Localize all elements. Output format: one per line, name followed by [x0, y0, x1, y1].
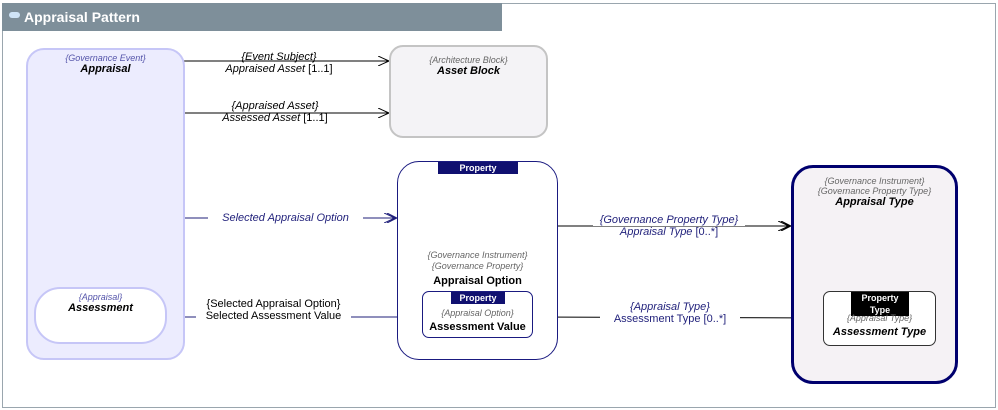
- event-subject-stereotype: {Event Subject}: [241, 51, 317, 63]
- appraisal-type-link-role: Assessment Type: [613, 313, 701, 325]
- selected-assessment-value-stereotype: {Selected Appraisal Option}: [206, 298, 341, 310]
- appraised-asset-label: {Appraised Asset} Assessed Asset [1..1]: [210, 100, 340, 124]
- appraised-asset-role: Assessed Asset: [222, 112, 301, 124]
- appraised-asset-stereotype: {Appraised Asset}: [231, 100, 319, 112]
- assessment-type-badge: Property Type: [851, 292, 909, 316]
- appraisal-name: Appraisal: [80, 63, 131, 75]
- asset-block-stereotype: {Architecture Block}: [429, 55, 508, 65]
- appraisal-option-stereotype-2: {Governance Property}: [431, 261, 524, 271]
- assessment-type-name: Assessment Type: [832, 326, 927, 338]
- assessment-type-stereotype: {Appraisal Type}: [846, 313, 913, 323]
- diagram-icon: [9, 12, 20, 18]
- appraised-asset-mult: [1..1]: [303, 112, 328, 124]
- assessment-stereotype: {Appraisal}: [78, 292, 123, 302]
- event-subject-label: {Event Subject} Appraised Asset [1..1]: [214, 51, 344, 75]
- appraisal-type-link-stereotype: {Appraisal Type}: [630, 301, 710, 313]
- governance-property-type-label: {Governance Property Type} Appraisal Typ…: [593, 214, 745, 238]
- selected-appraisal-option-label: Selected Appraisal Option: [208, 212, 363, 224]
- assessment-type-node[interactable]: Property Type {Appraisal Type} Assessmen…: [823, 291, 936, 346]
- asset-block-node[interactable]: {Architecture Block} Asset Block: [389, 45, 548, 138]
- assessment-value-node[interactable]: Property {Appraisal Option} Assessment V…: [422, 291, 533, 338]
- appraisal-option-name: Appraisal Option: [433, 275, 522, 287]
- assessment-value-name: Assessment Value: [429, 321, 526, 333]
- selected-appraisal-option-role: Selected Appraisal Option: [222, 212, 349, 224]
- selected-assessment-value-role: Selected Assessment Value: [196, 310, 351, 322]
- asset-block-name: Asset Block: [437, 65, 500, 77]
- assessment-value-badge: Property: [451, 292, 505, 304]
- appraisal-option-stereotype-1: {Governance Instrument}: [427, 250, 528, 260]
- appraisal-type-name: Appraisal Type: [835, 196, 914, 208]
- appraisal-option-badge: Property: [438, 162, 518, 174]
- event-subject-mult: [1..1]: [308, 63, 333, 75]
- diagram-title-bar: Appraisal Pattern: [2, 3, 502, 31]
- governance-property-type-role: Appraisal Type: [619, 226, 693, 238]
- appraisal-type-stereotype-2: {Governance Property Type}: [817, 186, 932, 196]
- diagram-title: Appraisal Pattern: [24, 9, 140, 25]
- governance-property-type-stereotype: {Governance Property Type}: [593, 214, 745, 226]
- appraisal-stereotype: {Governance Event}: [65, 53, 146, 63]
- appraisal-type-node[interactable]: {Governance Instrument} {Governance Prop…: [791, 165, 958, 384]
- selected-assessment-value-label: {Selected Appraisal Option} Selected Ass…: [196, 298, 351, 322]
- appraisal-type-stereotype-1: {Governance Instrument}: [824, 176, 925, 186]
- assessment-name: Assessment: [68, 302, 133, 314]
- assessment-node[interactable]: {Appraisal} Assessment: [34, 287, 167, 344]
- event-subject-role: Appraised Asset: [225, 63, 306, 75]
- appraisal-type-link-mult: [0..*]: [703, 313, 727, 325]
- assessment-value-stereotype: {Appraisal Option}: [441, 308, 514, 318]
- governance-property-type-mult: [0..*]: [695, 226, 719, 238]
- appraisal-type-link-label: {Appraisal Type} Assessment Type [0..*]: [600, 301, 740, 325]
